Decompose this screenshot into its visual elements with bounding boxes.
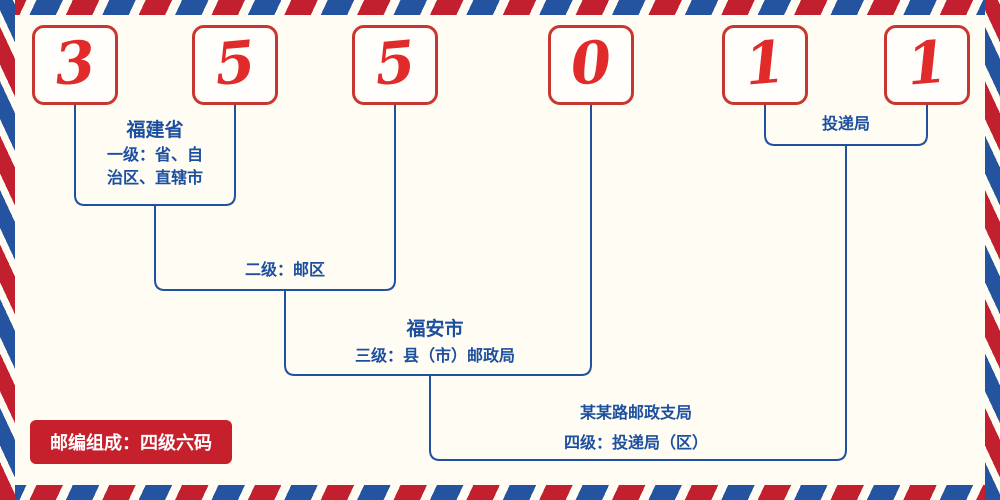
- digit-box: 3: [32, 25, 118, 105]
- digit-box: 1: [722, 25, 808, 105]
- digit-box: 1: [884, 25, 970, 105]
- level4-branch-label: 某某路邮政支局: [579, 403, 692, 422]
- level3-desc-label: 三级：县（市）邮政局: [354, 346, 515, 365]
- airmail-border-left: [0, 0, 15, 500]
- level3-city-label: 福安市: [406, 318, 464, 340]
- airmail-border-bottom: [0, 485, 1000, 500]
- airmail-border-top: [0, 0, 1000, 15]
- airmail-border-right: [985, 0, 1000, 500]
- level4-connector-line: [429, 145, 847, 461]
- postal-digit: 1: [741, 27, 788, 99]
- digit-box: 5: [352, 25, 438, 105]
- digit-box: 5: [192, 25, 278, 105]
- composition-note-badge: 邮编组成：四级六码: [30, 420, 232, 464]
- level4-desc-label: 四级：投递局（区）: [563, 433, 708, 452]
- delivery-office-label: 投递局: [821, 114, 870, 133]
- level2-desc-label: 二级：邮区: [244, 260, 325, 279]
- digit-box: 0: [548, 25, 634, 105]
- postal-digit: 5: [371, 27, 418, 99]
- postal-digit: 0: [567, 27, 614, 99]
- level1-region-label: 福建省: [126, 119, 184, 141]
- postal-digit: 1: [903, 27, 950, 99]
- delivery-office-bracket-line: [764, 103, 928, 146]
- level2-connector-line: [154, 103, 396, 291]
- postal-digit: 3: [51, 27, 98, 99]
- level3-connector-line: [284, 103, 592, 376]
- postal-digit: 5: [211, 27, 258, 99]
- level1-desc-label: 一级：省、自 治区、直辖市: [106, 145, 203, 187]
